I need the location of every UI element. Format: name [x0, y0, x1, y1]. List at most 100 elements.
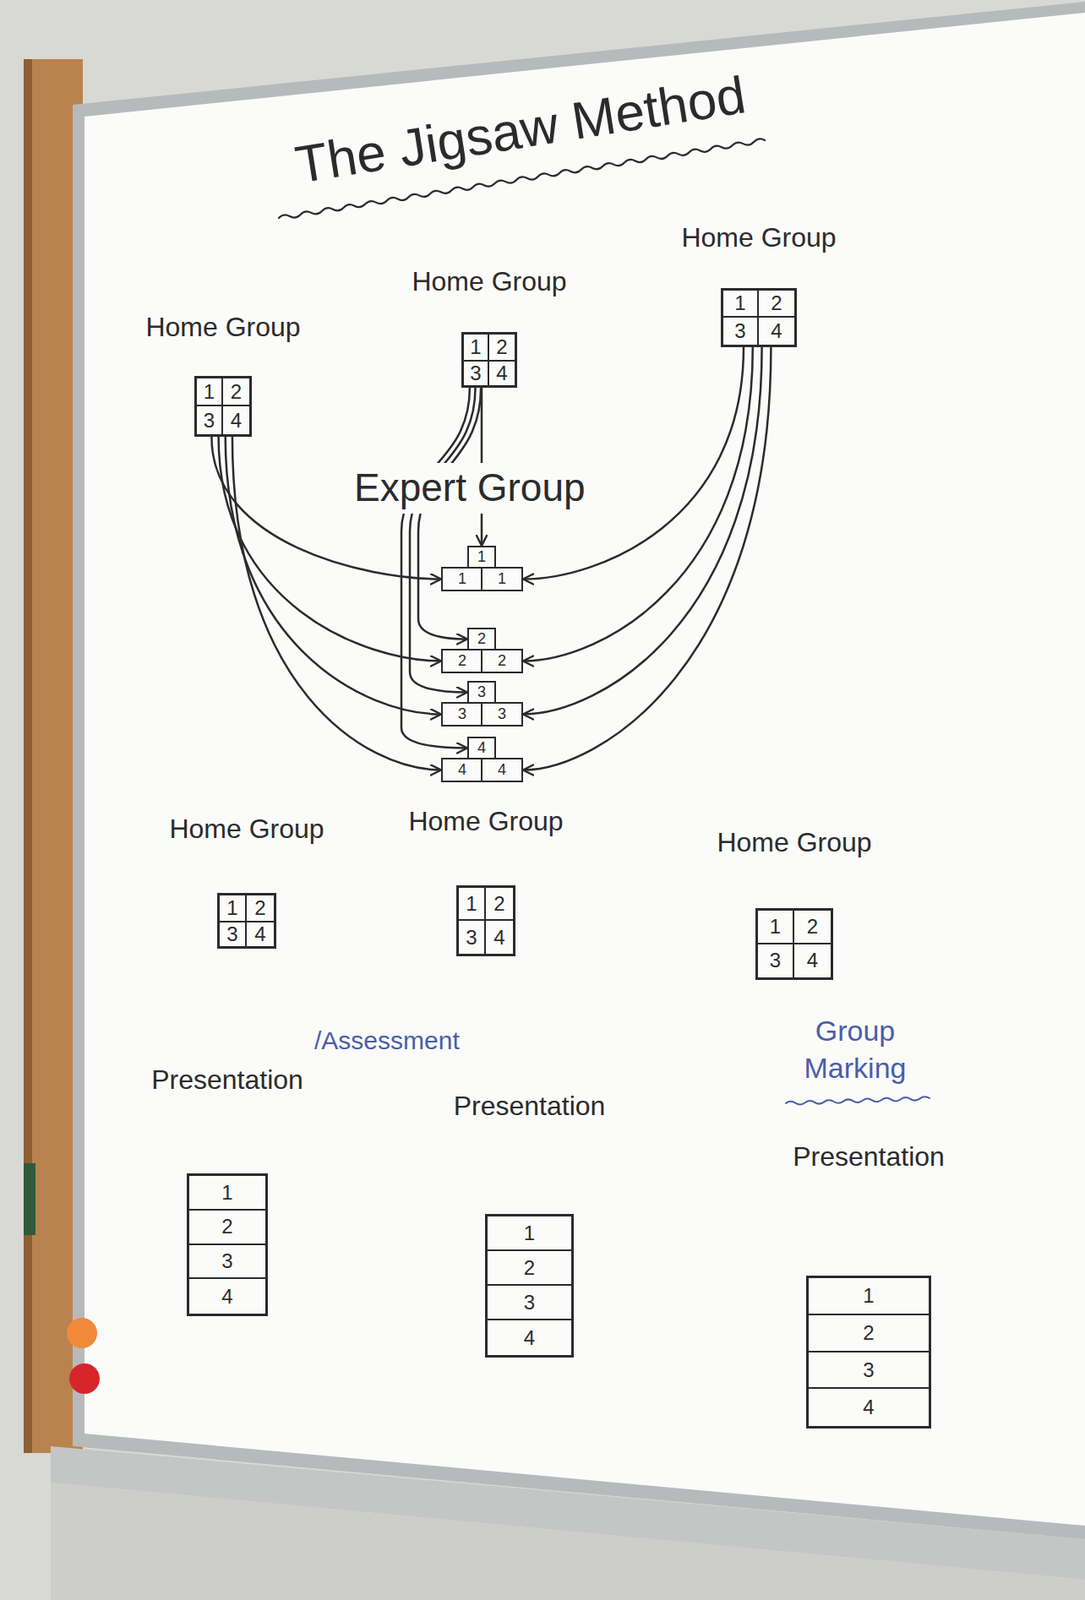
cell-number: 2 — [806, 915, 818, 939]
cell-number: 4 — [457, 761, 467, 780]
expert-seat-box: 1 — [467, 545, 497, 569]
cell-number: 1 — [457, 570, 467, 589]
member-cell: 4 — [223, 406, 250, 435]
home-group-grid: Home Group1234 — [755, 908, 834, 981]
group-heading: Home Group — [145, 311, 300, 344]
expert-seat-box: 3 — [480, 702, 524, 727]
cell-number: 1 — [226, 896, 238, 921]
expert-seat-box: 3 — [467, 681, 497, 704]
cell-number: 2 — [497, 652, 507, 671]
cell-number: 3 — [862, 1358, 874, 1383]
home-group-grid: Home Group1234 — [217, 893, 277, 949]
group-arrow — [409, 387, 476, 693]
presentation-heading: Presentation — [792, 1141, 945, 1173]
cell-number: 2 — [770, 291, 782, 316]
cell-number: 4 — [806, 948, 818, 973]
member-cell: 4 — [487, 1320, 572, 1356]
expert-seat-box: 4 — [441, 757, 484, 783]
cell-number: 3 — [469, 361, 481, 386]
cell-number: 3 — [457, 705, 467, 724]
member-cell: 1 — [487, 1216, 572, 1252]
member-cell: 3 — [463, 359, 490, 388]
member-cell: 4 — [485, 921, 513, 955]
cell-number: 4 — [862, 1395, 874, 1420]
group-arrow — [523, 347, 763, 715]
cell-number: 1 — [465, 892, 477, 916]
member-cell: 2 — [487, 1251, 572, 1287]
member-cell: 2 — [489, 334, 515, 362]
marking-underline — [785, 1096, 930, 1105]
annotation-label: Group Marking — [783, 1012, 927, 1087]
cell-number: 2 — [496, 335, 508, 360]
cell-number: 2 — [221, 1215, 233, 1239]
annotation-label: /Assessment — [314, 1024, 501, 1058]
cell-number: 4 — [230, 408, 242, 433]
member-cell: 3 — [219, 921, 247, 949]
group-heading: Home Group — [681, 222, 836, 254]
member-cell: 4 — [758, 317, 795, 345]
expert-seat-box: 1 — [480, 567, 524, 592]
cell-number: 3 — [203, 408, 215, 433]
presentation-heading: Presentation — [151, 1064, 304, 1096]
group-heading: Home Group — [716, 827, 872, 859]
member-cell: 1 — [189, 1176, 266, 1211]
cell-number: 3 — [477, 683, 486, 702]
presentation-stack: Presentation1234 — [186, 1173, 268, 1317]
green-tab — [23, 1163, 36, 1236]
member-cell: 1 — [196, 378, 224, 407]
member-cell: 3 — [808, 1352, 929, 1391]
member-cell: 2 — [485, 888, 513, 922]
member-cell: 4 — [794, 944, 831, 979]
board-surface — [84, 12, 1085, 1527]
title: The Jigsaw Method — [248, 57, 792, 202]
cell-number: 4 — [496, 361, 508, 386]
expert-seat-box: 3 — [441, 702, 484, 727]
cork-edge — [23, 59, 33, 1454]
member-cell: 3 — [189, 1245, 266, 1281]
cell-number: 3 — [221, 1249, 233, 1274]
cell-number: 3 — [734, 319, 746, 344]
home-group-grid: Home Group1234 — [456, 885, 516, 957]
cell-number: 2 — [862, 1321, 874, 1346]
home-group-grid: Home Group1234 — [194, 376, 252, 437]
cell-number: 1 — [862, 1284, 874, 1309]
expert-seat-box: 2 — [441, 648, 484, 674]
cell-number: 4 — [770, 319, 782, 344]
cell-number: 4 — [497, 761, 507, 780]
member-cell: 1 — [458, 888, 486, 922]
cell-number: 3 — [465, 926, 477, 950]
presentation-stack: Presentation1234 — [485, 1214, 574, 1358]
cell-number: 3 — [769, 948, 781, 973]
member-cell: 1 — [219, 895, 247, 923]
cell-number: 4 — [221, 1285, 233, 1309]
cell-number: 2 — [493, 892, 505, 916]
group-heading: Home Group — [411, 266, 567, 298]
member-cell: 3 — [196, 406, 224, 435]
member-cell: 4 — [489, 359, 515, 388]
cell-number: 2 — [230, 380, 242, 404]
cell-number: 2 — [523, 1256, 535, 1281]
member-cell: 2 — [189, 1210, 266, 1246]
cell-number: 4 — [477, 739, 486, 758]
member-cell: 1 — [463, 334, 490, 362]
cell-number: 1 — [221, 1181, 233, 1205]
cell-number: 4 — [254, 922, 266, 947]
expert-group-label: Expert Group — [348, 463, 591, 514]
cell-number: 1 — [734, 291, 746, 316]
member-cell: 4 — [808, 1389, 929, 1427]
cell-number: 1 — [523, 1221, 535, 1246]
red-magnet — [69, 1363, 100, 1395]
cell-number: 3 — [226, 922, 238, 947]
group-heading: Home Group — [169, 813, 324, 846]
member-cell: 3 — [723, 317, 759, 345]
member-cell: 2 — [794, 910, 831, 945]
home-group-grid: Home Group1234 — [720, 288, 797, 348]
member-cell: 2 — [246, 895, 274, 923]
cell-number: 3 — [523, 1291, 535, 1315]
orange-magnet — [66, 1318, 98, 1349]
cell-number: 3 — [497, 705, 507, 724]
presentation-heading: Presentation — [453, 1090, 606, 1123]
member-cell: 4 — [189, 1279, 266, 1314]
